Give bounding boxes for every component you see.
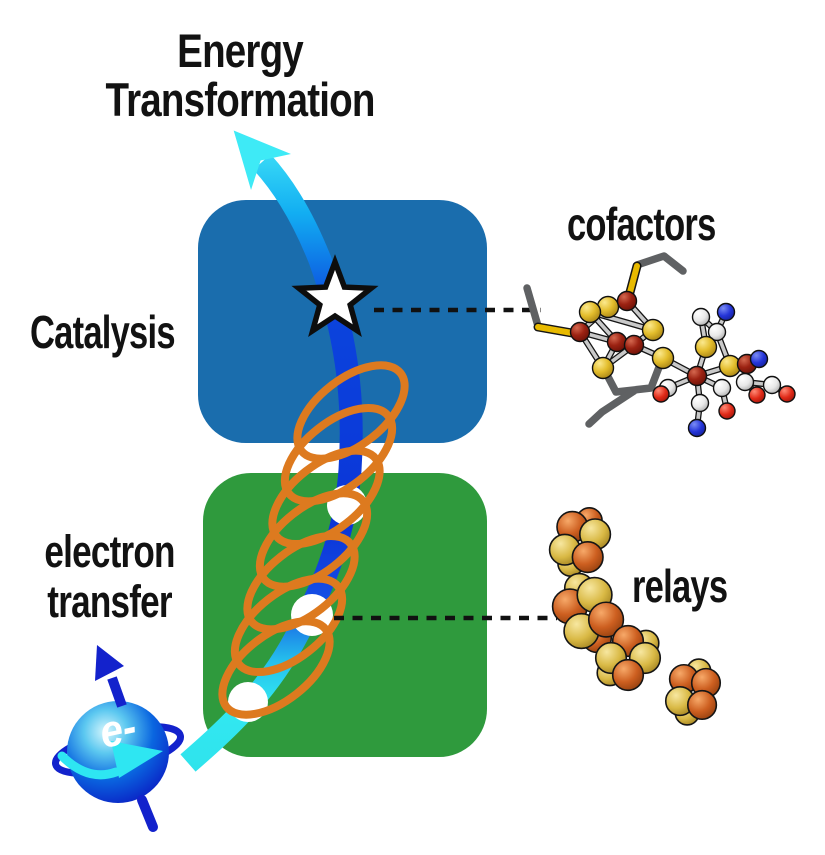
electron-transfer-line1: electron — [44, 526, 176, 577]
cofactor-molecule — [523, 252, 796, 438]
atom-s — [641, 318, 665, 342]
spin-axis-shaft-bottom — [137, 795, 158, 832]
atom-c — [690, 393, 710, 413]
fes-cluster — [548, 507, 612, 577]
fes-cluster — [551, 572, 625, 654]
atom-n — [716, 302, 736, 322]
atom-fe — [569, 321, 591, 343]
cofactors-label: cofactors — [567, 198, 716, 250]
atom-c — [712, 378, 732, 398]
spin-rotation-arrowhead-icon — [111, 741, 163, 778]
electron-transfer-label: electron transfer — [15, 527, 205, 626]
atom-c — [762, 375, 782, 395]
atom-o — [718, 402, 736, 420]
spin-axis-arrowhead-icon — [95, 645, 124, 681]
electron-transfer-line2: transfer — [47, 575, 173, 627]
atom-s — [578, 300, 602, 324]
atom-n — [687, 418, 707, 438]
atom-fe — [606, 331, 628, 353]
title-line2: Transformation — [105, 73, 375, 127]
spin-axis-shaft-top — [107, 676, 127, 708]
atom-s — [694, 335, 718, 359]
title-energy-transformation: Energy Transformation — [40, 26, 440, 125]
atom-c — [691, 307, 711, 327]
atom-fe — [616, 290, 638, 312]
catalysis-star-icon — [291, 254, 379, 338]
atom-s — [591, 356, 615, 380]
relays-label: relays — [632, 560, 728, 612]
atom-n — [749, 349, 769, 369]
coil-loop — [218, 617, 334, 719]
relay-clusters — [548, 507, 722, 726]
atom-s — [651, 346, 675, 370]
atom-o — [652, 385, 670, 403]
fes-cluster — [664, 658, 722, 726]
title-line1: Energy — [177, 24, 304, 77]
protein-coil — [218, 361, 409, 719]
atom-o — [778, 385, 796, 403]
atom-c — [707, 322, 727, 342]
spin-rotation-arrow — [57, 751, 121, 780]
atom-c — [735, 372, 755, 392]
catalysis-label: Catalysis — [30, 306, 176, 358]
fes-cluster — [594, 624, 662, 692]
atom-o — [748, 386, 766, 404]
electron-sphere-group — [51, 645, 185, 832]
atom-fe — [623, 334, 645, 356]
atom-fe — [686, 365, 708, 387]
